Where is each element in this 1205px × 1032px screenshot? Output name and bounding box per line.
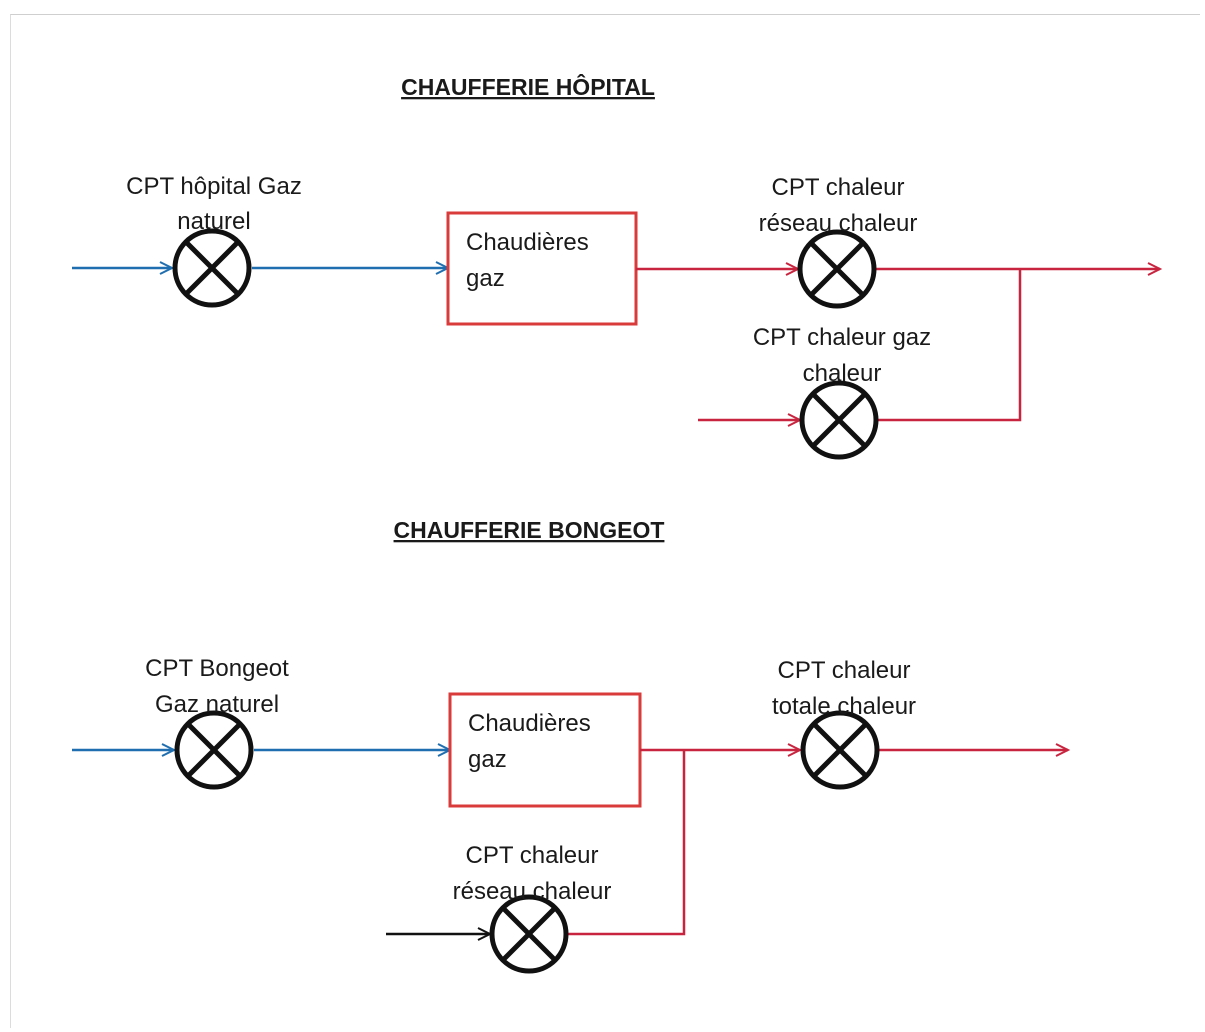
meter-heat-total-bongeot bbox=[800, 710, 880, 790]
heat-network-meter-label-line2: réseau chaleur bbox=[759, 210, 918, 237]
network-heat-merge-line bbox=[568, 750, 686, 936]
gas-meter-label-line1: CPT Bongeot bbox=[145, 655, 289, 682]
gas-meter-label-line2: Gaz naturel bbox=[155, 691, 279, 718]
section-title-hopital: CHAUFFERIE HÔPITAL bbox=[401, 73, 655, 100]
section-hopital: CHAUFFERIE HÔPITAL CPT hôpital Gaz natur… bbox=[72, 73, 1160, 460]
gas-meter-label-line1: CPT hôpital Gaz bbox=[126, 173, 302, 200]
diagram-frame bbox=[10, 14, 1200, 1028]
meter-heat-network-bongeot bbox=[489, 894, 569, 974]
section-bongeot: CHAUFFERIE BONGEOT CPT Bongeot Gaz natur… bbox=[72, 517, 1068, 974]
boiler-label-line2: gaz bbox=[468, 746, 507, 773]
heat-gas-meter-label-line2: chaleur bbox=[803, 360, 882, 387]
section-title-bongeot: CHAUFFERIE BONGEOT bbox=[394, 517, 665, 543]
gas-meter-label-line2: naturel bbox=[177, 208, 250, 235]
heat-gas-merge-line bbox=[876, 269, 1022, 422]
meter-heat-gas-hopital bbox=[799, 380, 879, 460]
network-heat-meter-label-line1: CPT chaleur bbox=[466, 842, 599, 869]
total-heat-meter-label-line2: totale chaleur bbox=[772, 693, 916, 720]
network-heat-meter-label-line2: réseau chaleur bbox=[453, 878, 612, 905]
heat-gas-meter-label-line1: CPT chaleur gaz bbox=[753, 324, 931, 351]
meter-gas-bongeot bbox=[174, 710, 254, 790]
boiler-label-line1: Chaudières bbox=[468, 710, 591, 737]
boiler-label-line2: gaz bbox=[466, 265, 505, 292]
heat-network-meter-label-line1: CPT chaleur bbox=[772, 174, 905, 201]
total-heat-meter-label-line1: CPT chaleur bbox=[778, 657, 911, 684]
boiler-label-line1: Chaudières bbox=[466, 229, 589, 256]
meter-heat-network-hopital bbox=[797, 229, 877, 309]
meter-gas-hopital bbox=[172, 228, 252, 308]
